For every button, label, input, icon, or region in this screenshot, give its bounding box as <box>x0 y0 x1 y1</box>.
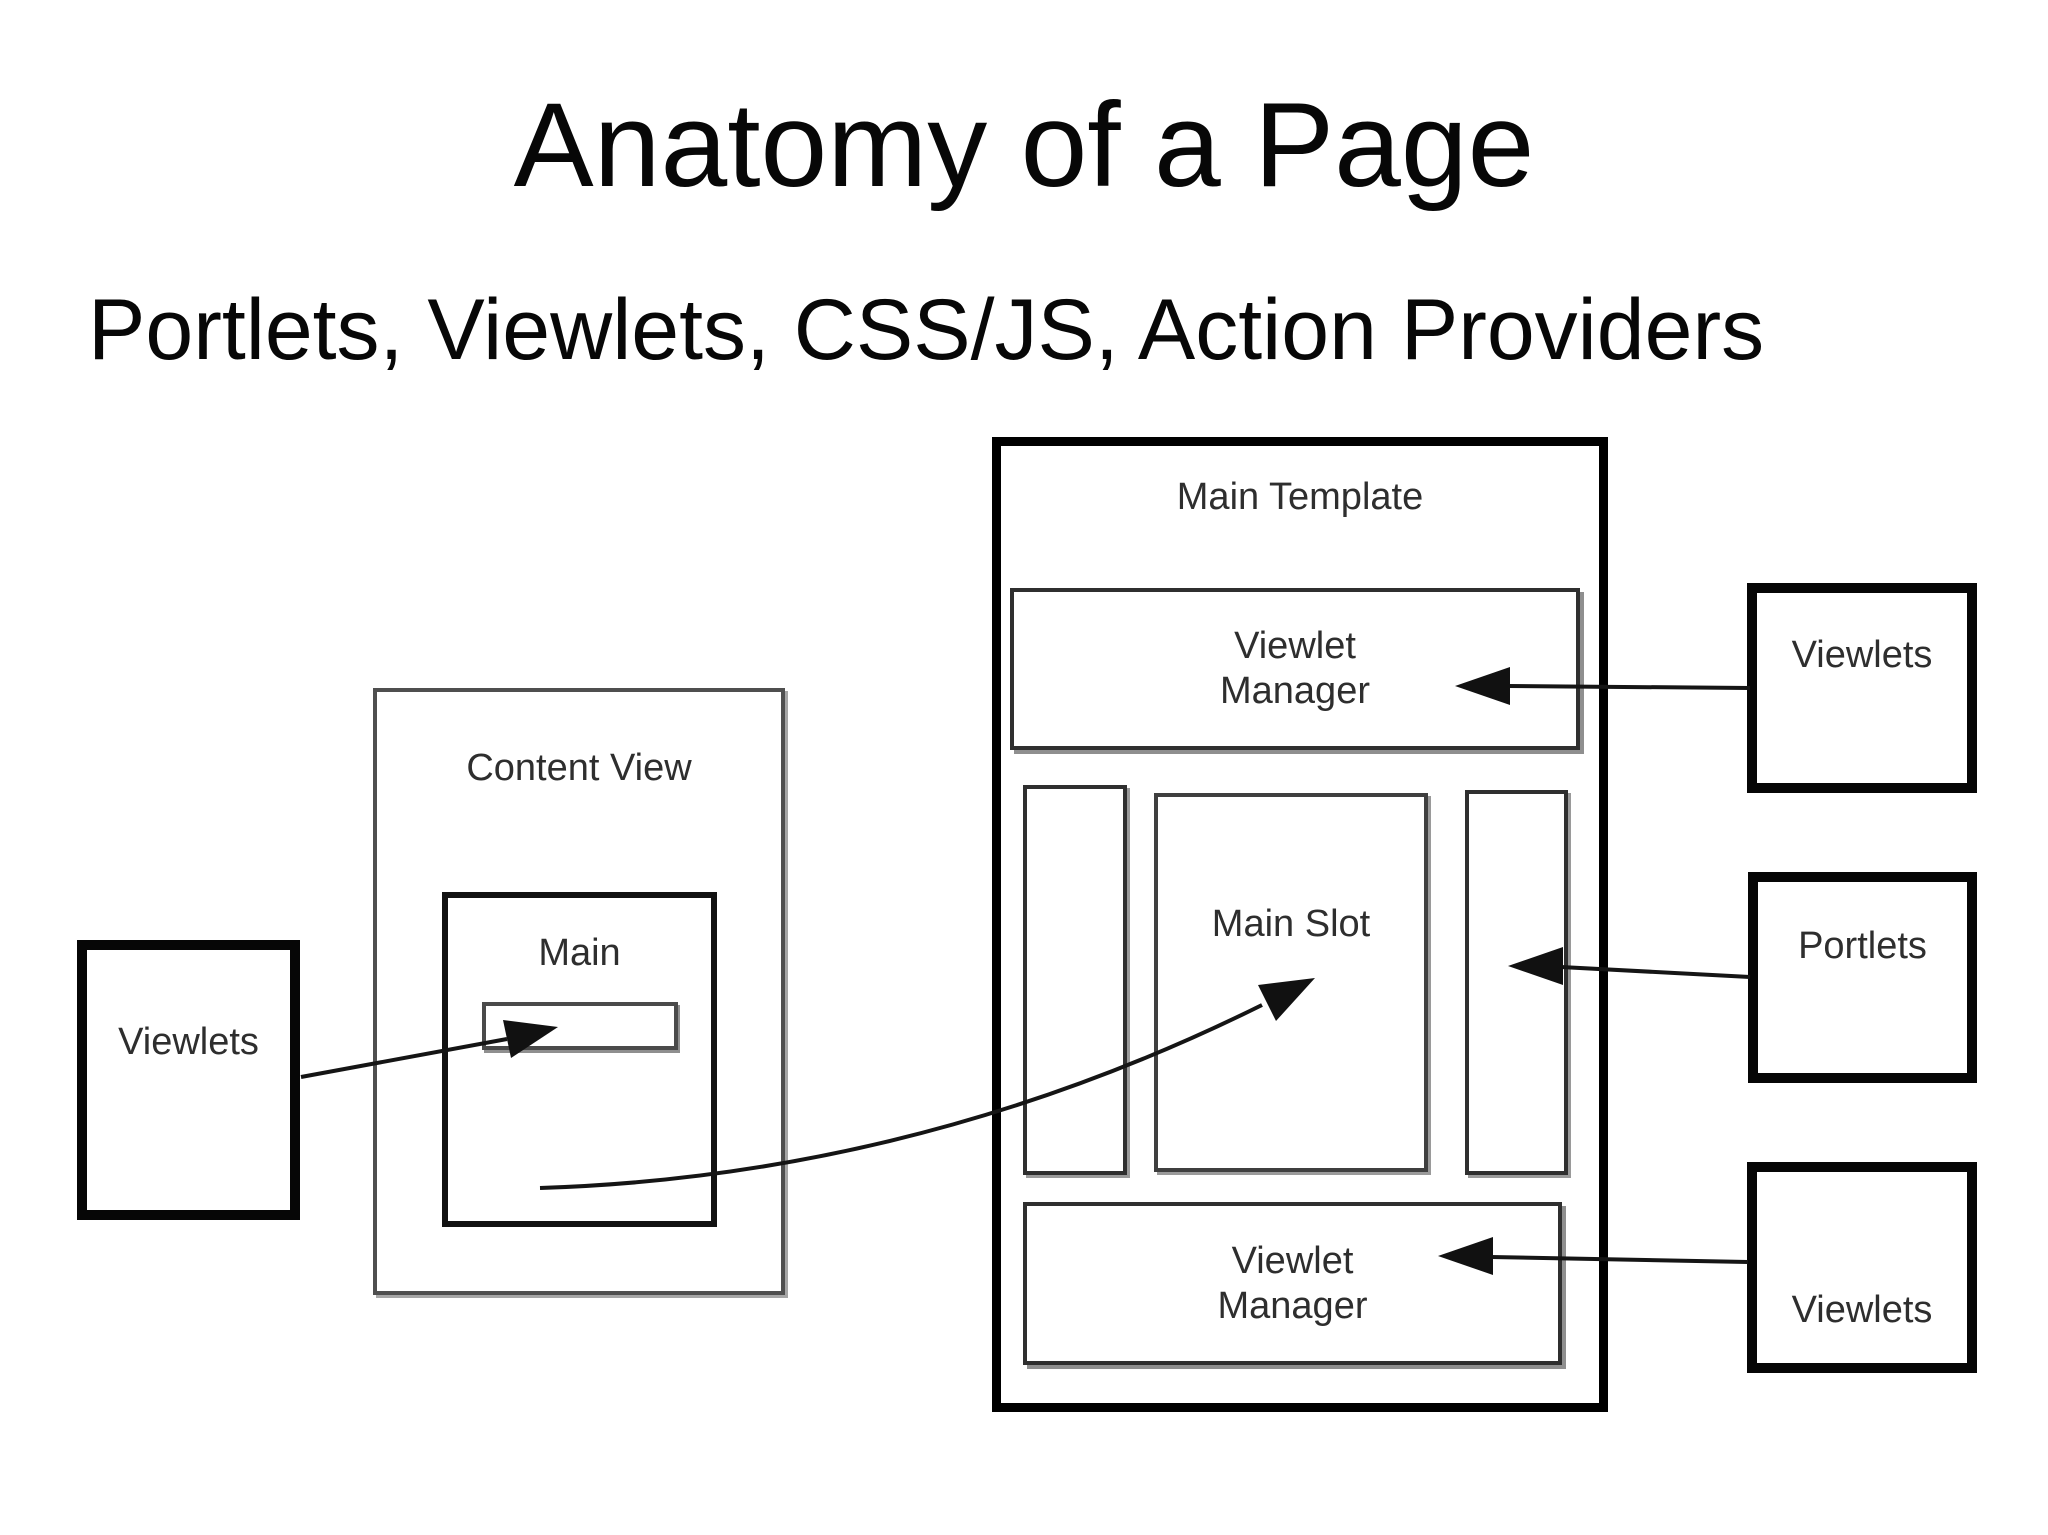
main-slot-label: Main Slot <box>1211 903 1371 945</box>
main-box: Main <box>442 892 717 1227</box>
right-column-slot-box <box>1465 790 1568 1175</box>
viewlets-top-right-box: Viewlets <box>1747 583 1977 793</box>
viewlets-top-right-label: Viewlets <box>1791 633 1933 676</box>
viewlets-left-box: Viewlets <box>77 940 300 1220</box>
viewlets-left-label: Viewlets <box>118 1020 259 1063</box>
left-column-slot-box <box>1023 785 1127 1175</box>
viewlets-bottom-right-box: Viewlets <box>1747 1162 1977 1373</box>
viewlets-bottom-right-label: Viewlets <box>1791 1289 1933 1332</box>
viewlet-manager-top-label: Viewlet Manager <box>1220 625 1370 712</box>
content-view-label: Content View <box>466 747 692 789</box>
main-viewlet-slot-rect <box>482 1002 678 1050</box>
viewlet-manager-top-box: Viewlet Manager <box>1010 588 1580 750</box>
viewlet-manager-bottom-label: Viewlet Manager <box>1217 1239 1368 1327</box>
content-view-box: Content View <box>373 688 785 1295</box>
portlets-box: Portlets <box>1748 872 1977 1083</box>
main-template-label: Main Template <box>1176 476 1424 518</box>
main-template-box: Main Template <box>992 437 1608 1412</box>
portlets-label: Portlets <box>1798 925 1927 968</box>
slide-subtitle: Portlets, Viewlets, CSS/JS, Action Provi… <box>88 282 1765 378</box>
viewlet-manager-bottom-box: Viewlet Manager <box>1023 1202 1562 1365</box>
main-slot-box: Main Slot <box>1154 793 1428 1172</box>
main-label: Main <box>538 932 621 974</box>
slide-title: Anatomy of a Page <box>513 78 1535 212</box>
